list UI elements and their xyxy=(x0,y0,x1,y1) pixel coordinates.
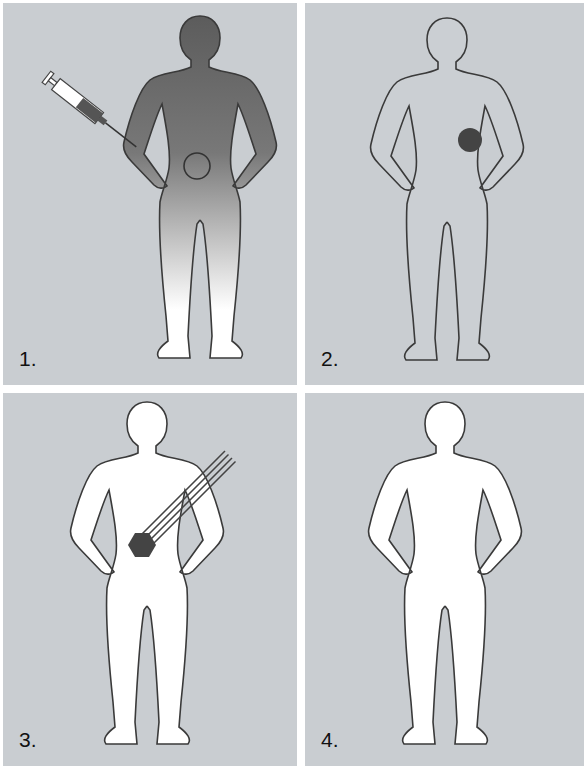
panel-background xyxy=(305,3,584,385)
panel-number: 2. xyxy=(321,347,339,371)
beam-line xyxy=(140,451,225,536)
body-fill xyxy=(447,18,524,360)
radiation-beams xyxy=(140,451,236,547)
body-fill xyxy=(147,402,224,744)
panel-background xyxy=(3,393,297,766)
beam-line xyxy=(144,455,229,540)
human-silhouette xyxy=(123,16,276,358)
panel: 2. xyxy=(305,3,584,385)
body-outline xyxy=(368,402,445,744)
beam-line xyxy=(151,462,236,547)
tumor-hexagon xyxy=(128,533,156,557)
human-silhouette xyxy=(70,402,223,744)
panel: 3. xyxy=(3,393,297,766)
human-silhouette xyxy=(368,402,521,744)
body-fill xyxy=(200,16,277,358)
panel: 1. xyxy=(3,3,297,385)
panel-number: 1. xyxy=(19,347,37,371)
body-outline xyxy=(445,402,522,744)
panel-background xyxy=(3,3,297,385)
body-outline xyxy=(447,18,524,360)
panel-background xyxy=(305,393,584,766)
panel: 4. xyxy=(305,393,584,766)
beam-line xyxy=(147,458,232,543)
panel-number: 4. xyxy=(321,728,339,752)
syringe-symbol xyxy=(42,71,140,152)
body-outline xyxy=(123,16,200,358)
panel-number: 3. xyxy=(19,728,37,752)
body-fill xyxy=(70,402,147,744)
syringe-barrel xyxy=(52,79,104,124)
organ-outline xyxy=(184,153,210,179)
body-fill xyxy=(370,18,447,360)
body-fill xyxy=(445,402,522,744)
body-outline xyxy=(200,16,277,358)
human-silhouette xyxy=(370,18,523,360)
body-fill xyxy=(368,402,445,744)
body-outline xyxy=(70,402,147,744)
tumor-dot xyxy=(458,128,482,152)
syringe-needle xyxy=(106,123,137,147)
body-outline xyxy=(147,402,224,744)
body-fill xyxy=(123,16,200,358)
body-outline xyxy=(370,18,447,360)
